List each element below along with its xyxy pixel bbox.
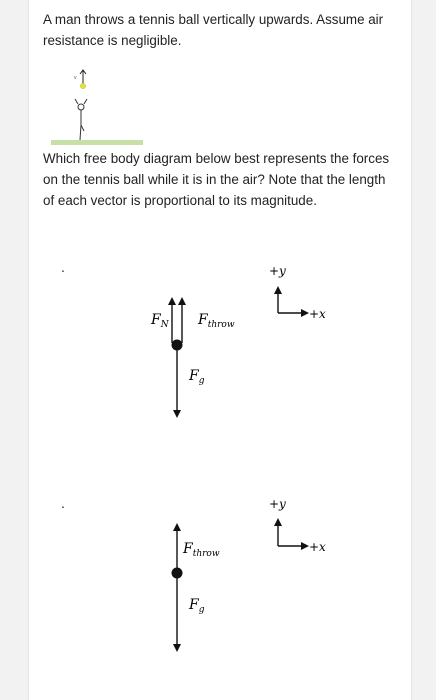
axes-indicator-2: +y +x: [269, 497, 326, 554]
option-bullet: .: [61, 495, 65, 511]
option-bullet: .: [61, 259, 65, 275]
thrower-illustration: v: [51, 69, 143, 145]
gravity-force-label: Fg: [188, 368, 205, 386]
y-axis-label: +y: [269, 497, 286, 511]
question-prompt: Which free body diagram below best repre…: [43, 151, 390, 208]
free-body-diagram-2: Fthrow Fg +y +x: [171, 497, 326, 652]
gravity-force-label: Fg: [188, 597, 205, 615]
ball-dot: [171, 567, 183, 579]
man-figure-icon: [74, 98, 88, 141]
axes-indicator-1: +y +x: [269, 264, 326, 321]
throw-force-label: Fthrow: [197, 312, 235, 330]
question-card: A man throws a tennis ball vertically up…: [28, 0, 412, 700]
normal-force-label: FN: [150, 312, 170, 330]
ground-strip: [51, 140, 143, 145]
svg-text:v: v: [74, 75, 77, 81]
question-intro: A man throws a tennis ball vertically up…: [43, 12, 384, 48]
y-axis-label: +y: [269, 264, 286, 278]
thrown-ball-icon: v: [74, 69, 87, 89]
free-body-diagram-1: FN Fthrow Fg +y +x: [150, 264, 326, 418]
ball-dot: [171, 339, 183, 351]
x-axis-label: +x: [309, 540, 326, 554]
throw-force-label: Fthrow: [182, 541, 220, 559]
x-axis-label: +x: [309, 307, 326, 321]
